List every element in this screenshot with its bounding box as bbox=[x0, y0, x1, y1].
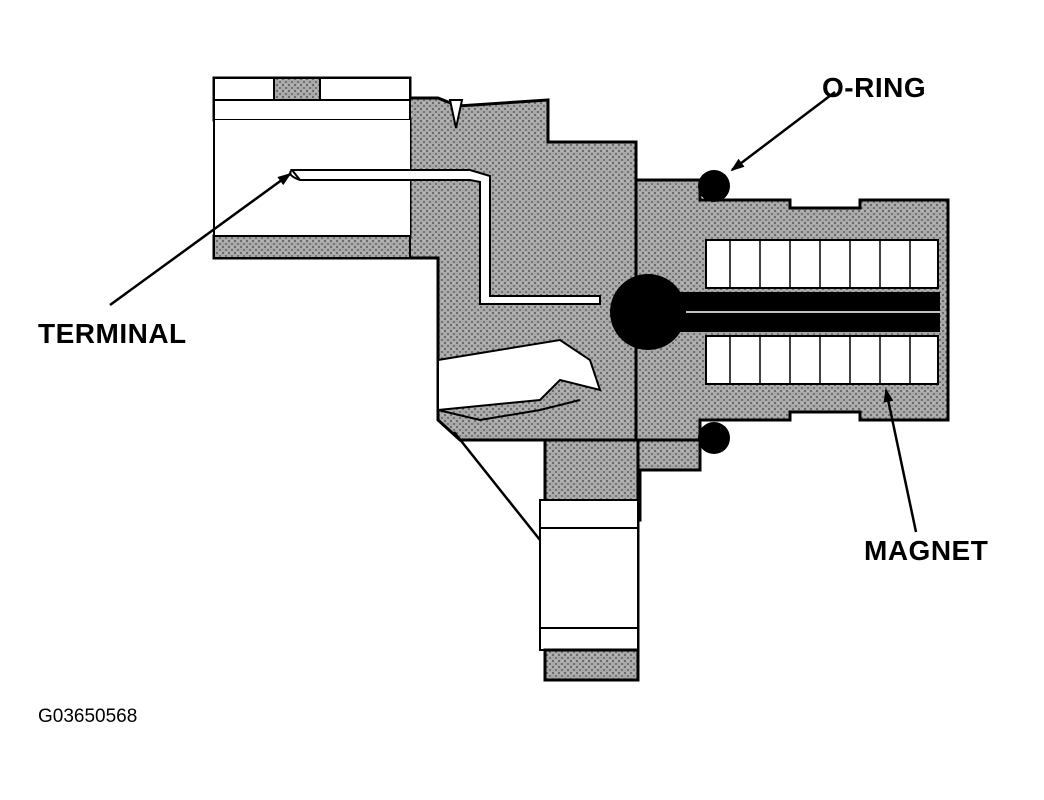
figure-id: G03650568 bbox=[38, 706, 138, 727]
oring-leader-arrow bbox=[730, 91, 836, 172]
oring-label: O-RING bbox=[822, 72, 927, 103]
lower-body bbox=[539, 438, 640, 682]
magnet-leader-arrow bbox=[883, 388, 918, 533]
lower-shroud bbox=[437, 338, 602, 422]
terminal-leader-arrow bbox=[109, 172, 292, 307]
terminal-label: TERMINAL bbox=[38, 318, 187, 349]
magnet-element bbox=[610, 239, 940, 385]
housing-leader-line bbox=[453, 431, 541, 541]
o-ring-seals bbox=[698, 170, 730, 454]
magnet-label: MAGNET bbox=[864, 535, 989, 566]
callout-leaders bbox=[109, 91, 918, 541]
connector-housing bbox=[212, 76, 702, 522]
